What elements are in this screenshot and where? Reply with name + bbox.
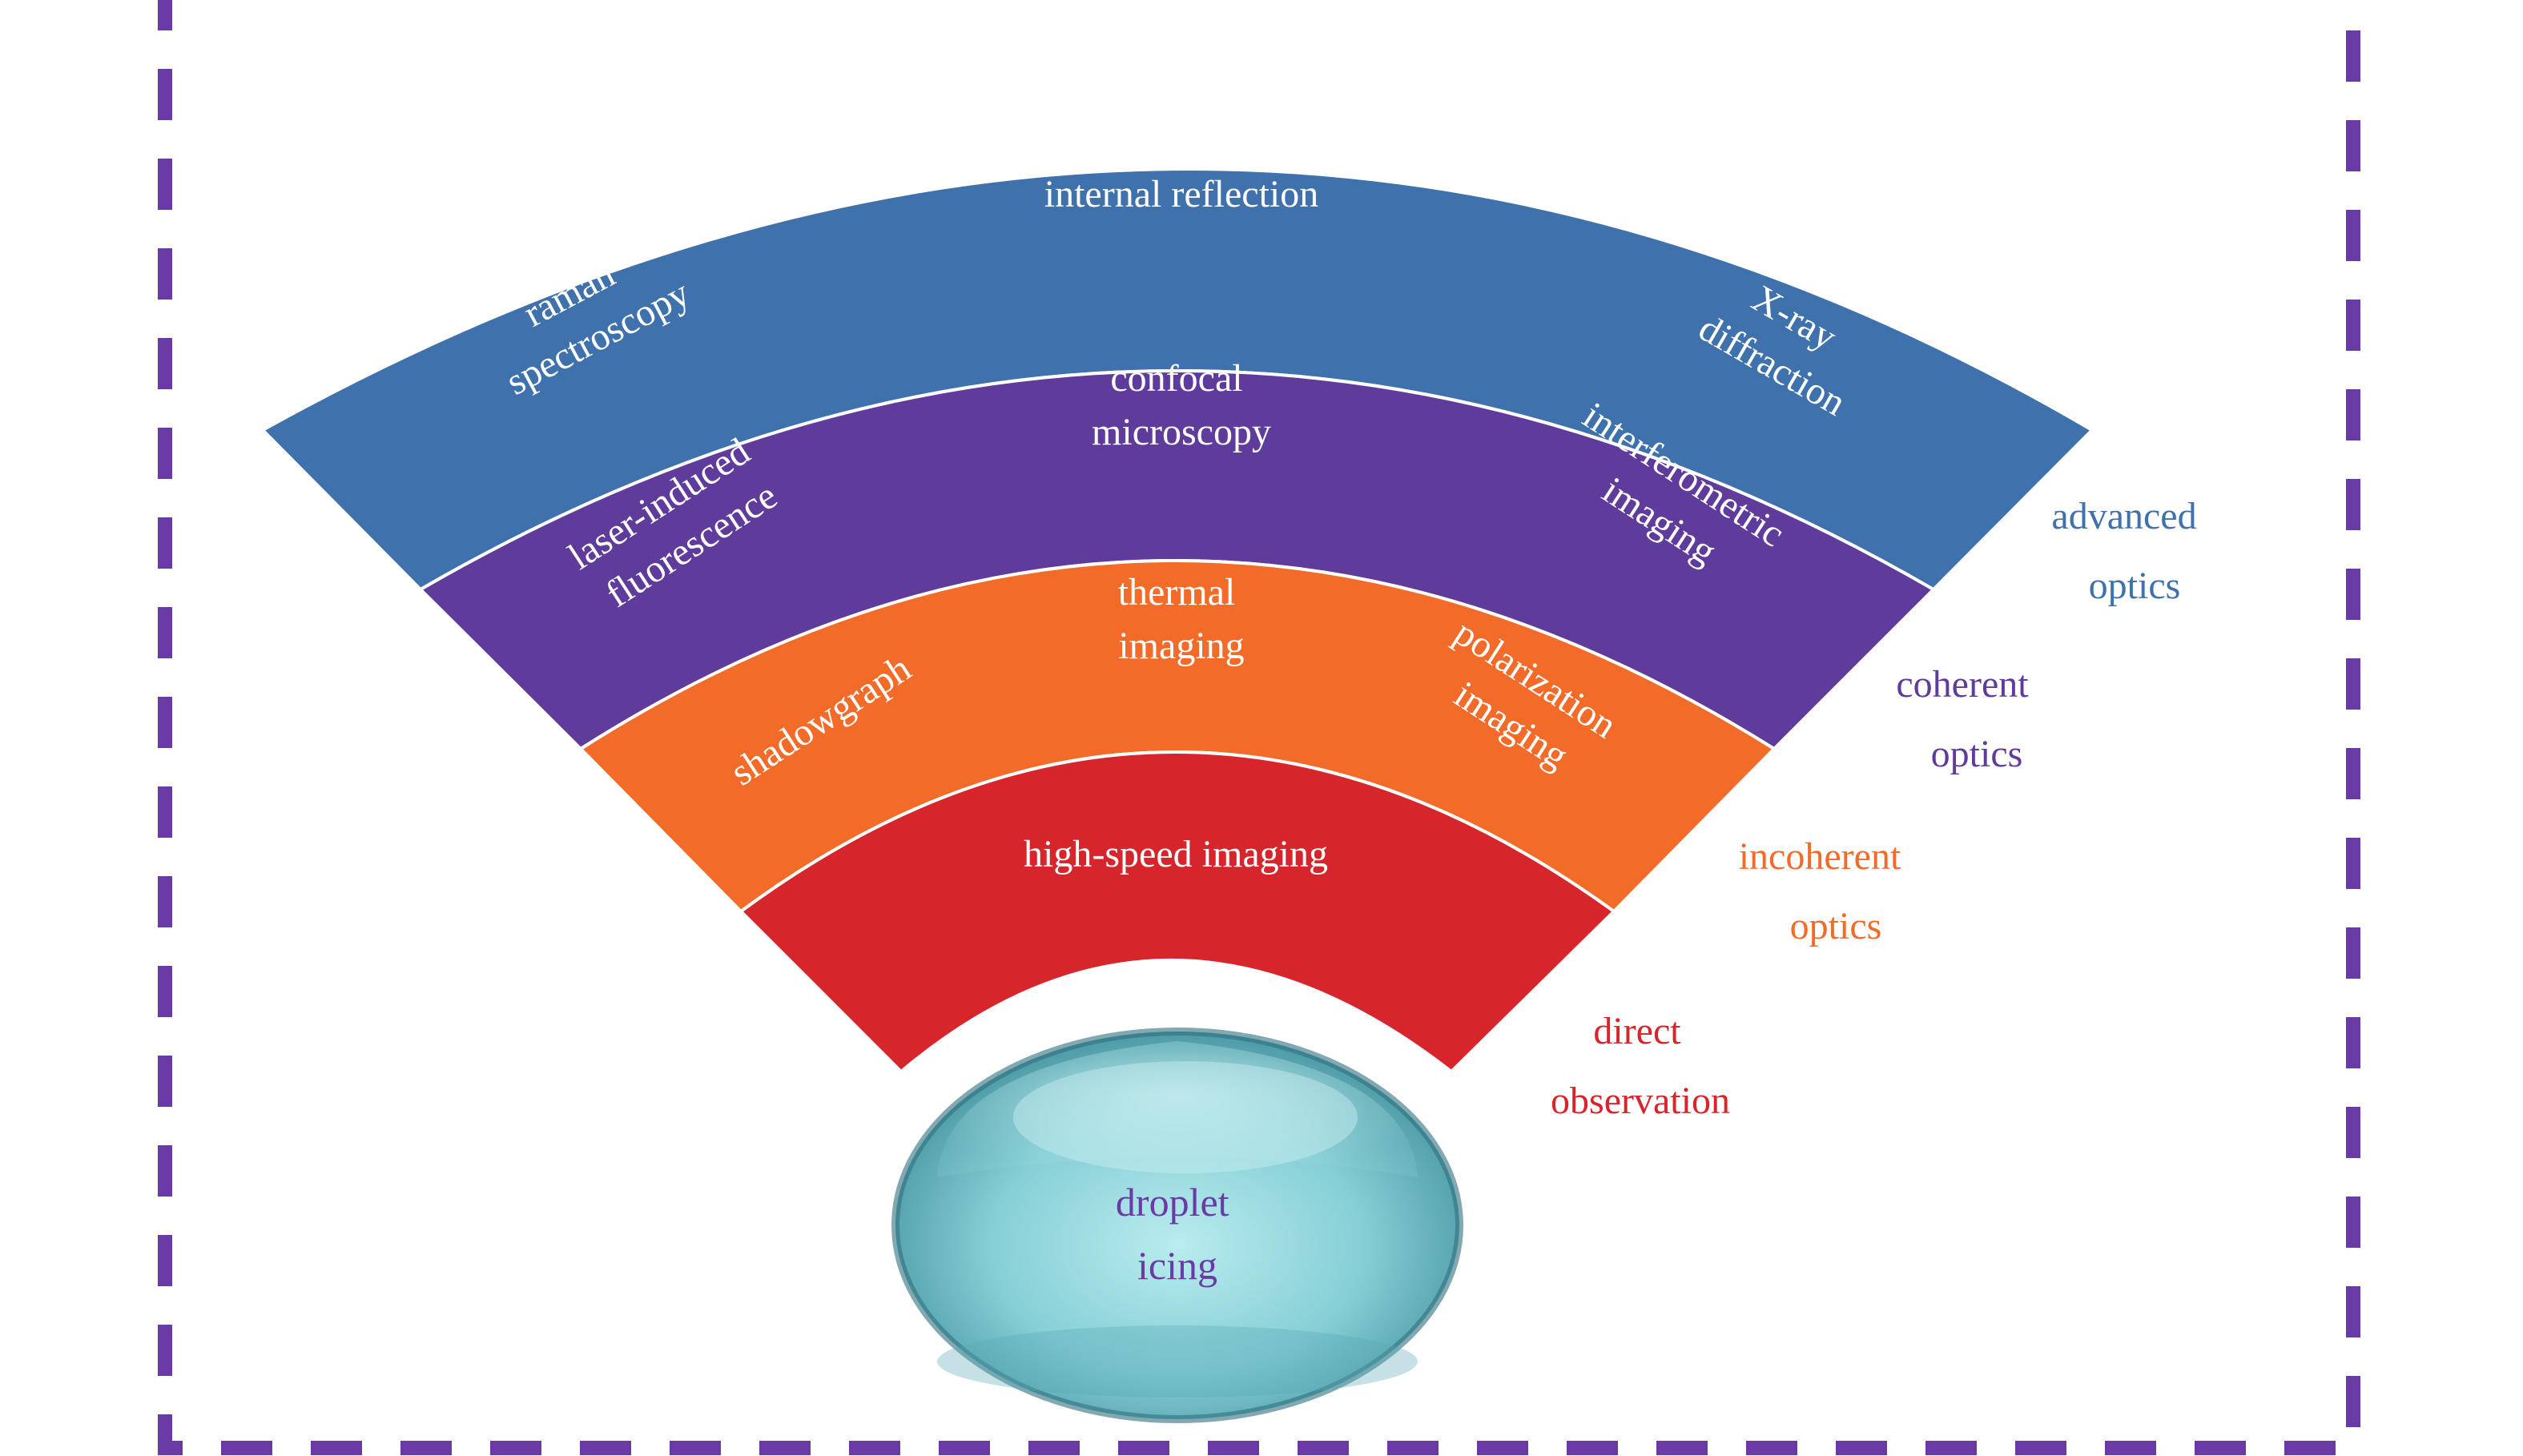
label-line: high-speed imaging <box>1024 833 1328 875</box>
side-label-direct-observation: direct observation <box>1551 1010 1730 1122</box>
label-line: optics <box>2089 565 2181 607</box>
droplet-image <box>891 1028 1463 1423</box>
label-droplet-icing: droplet icing <box>1116 1180 1239 1288</box>
label-line: direct <box>1593 1010 1681 1052</box>
label-line: incoherent <box>1739 835 1901 878</box>
label-line: internal reflection <box>1044 173 1319 215</box>
label-line: droplet <box>1116 1180 1229 1225</box>
label-line: confocal <box>1110 357 1242 400</box>
label-frustrated-total-internal-reflection: frustrated total internal reflection <box>1044 119 1319 215</box>
label-line: imaging <box>1118 625 1244 667</box>
label-line: observation <box>1551 1080 1730 1122</box>
label-line: coherent <box>1896 663 2029 706</box>
label-line: optics <box>1931 733 2023 775</box>
dashed-frame <box>158 0 2360 1455</box>
label-line: microscopy <box>1092 411 1271 453</box>
label-line: optics <box>1790 905 1882 947</box>
label-high-speed-imaging: high-speed imaging <box>1024 833 1328 875</box>
label-line: icing <box>1137 1243 1217 1288</box>
label-thermal-imaging: thermal imaging <box>1118 571 1245 667</box>
side-label-advanced-optics: advanced optics <box>2051 495 2206 607</box>
band-direct-observation <box>738 750 1617 1074</box>
label-line: frustrated total <box>1064 119 1289 161</box>
label-line: thermal <box>1118 571 1236 613</box>
side-label-incoherent-optics: incoherent optics <box>1739 835 1911 947</box>
side-label-coherent-optics: coherent optics <box>1896 663 2038 775</box>
label-line: advanced <box>2051 495 2196 537</box>
label-confocal-microscopy: confocal microscopy <box>1092 357 1271 453</box>
